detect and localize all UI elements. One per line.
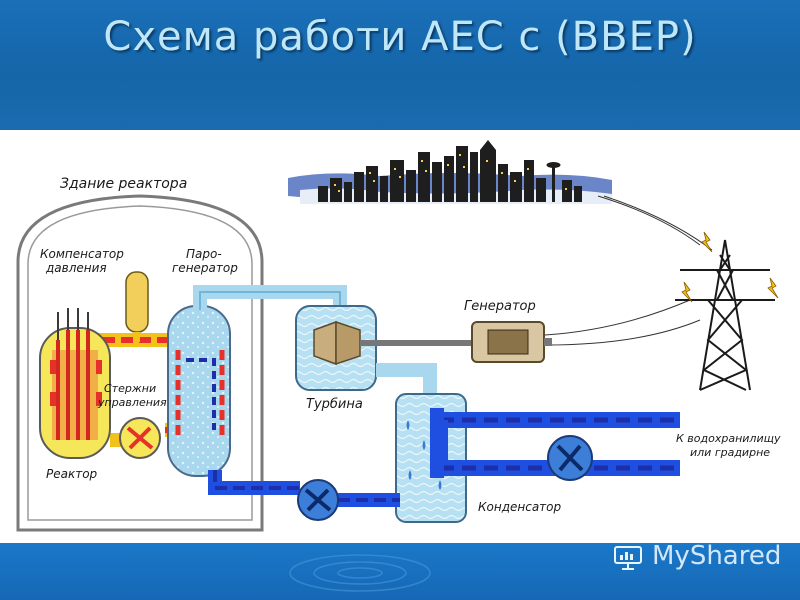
watermark-text: MyShared (652, 541, 782, 571)
slide-footer (0, 543, 800, 600)
condensate-line (208, 470, 400, 507)
label-reactor: Реактор (46, 467, 98, 481)
label-control-rods-2: управления (97, 396, 167, 409)
steam-line (193, 285, 347, 310)
label-steam-gen-2: генератор (172, 261, 238, 275)
presentation-icon (614, 546, 642, 570)
label-generator: Генератор (464, 299, 536, 314)
reactor-vessel (39, 308, 111, 459)
turbine (295, 305, 480, 391)
slide-title: Схема работи АЕС с (ВВЕР) (103, 14, 697, 60)
exhaust-line (376, 363, 437, 395)
city-skyline (288, 140, 612, 204)
footer-ripples (289, 554, 431, 592)
label-reservoir-1: К водохранилищу (676, 432, 781, 445)
primary-pump (119, 417, 161, 459)
label-control-rods-1: Стержни (104, 382, 156, 395)
label-pressurizer-2: давления (45, 261, 107, 275)
transmission-tower (675, 239, 775, 391)
cooling-pump (547, 435, 593, 481)
pressurizer (125, 271, 149, 342)
label-reservoir-2: или градирне (690, 446, 770, 459)
label-pressurizer-1: Компенсатор (40, 247, 124, 261)
label-condenser: Конденсатор (478, 500, 562, 514)
cooling-loop (430, 408, 680, 478)
generator (471, 321, 552, 363)
label-turbine: Турбина (306, 397, 363, 412)
power-lines (544, 195, 713, 346)
insulator-sparks (681, 231, 779, 303)
watermark: MyShared (612, 541, 792, 571)
slide-header: Схема работи АЕС с (ВВЕР) (0, 0, 800, 130)
feed-pump (297, 479, 339, 521)
label-reactor-building: Здание реактора (60, 176, 187, 192)
label-steam-gen-1: Паро- (186, 247, 222, 261)
steam-generator (167, 305, 231, 477)
